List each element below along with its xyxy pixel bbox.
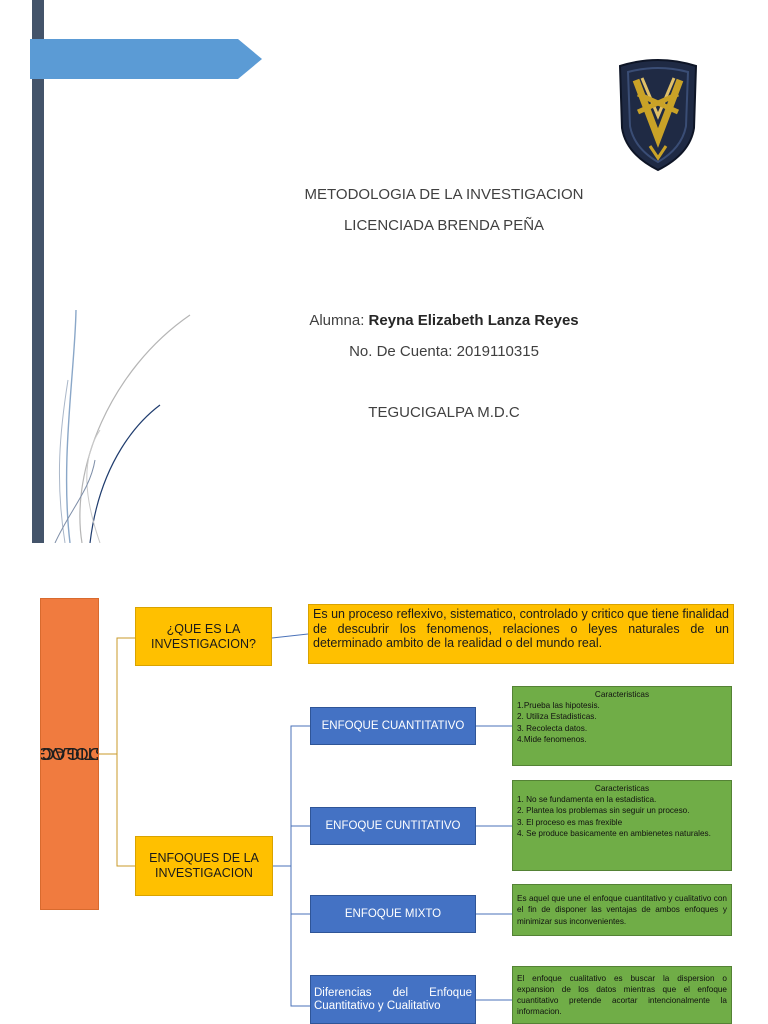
detail-item: 2. Utiliza Estadisticas. [517, 712, 597, 722]
approach-mixed: ENFOQUE MIXTO [310, 895, 476, 933]
approach-quantitative: ENFOQUE CUANTITATIVO [310, 707, 476, 745]
approaches-line2: INVESTIGACION [155, 866, 253, 880]
approach-qualitative: ENFOQUE CUNTITATIVO [310, 807, 476, 845]
account-number: No. De Cuenta: 2019110315 [349, 343, 539, 360]
connector-lines [99, 633, 512, 1007]
question-line2: INVESTIGACION? [151, 636, 256, 651]
question-box: ¿QUE ES LA INVESTIGACION? [135, 607, 272, 666]
question-line1: ¿QUE ES LA [166, 621, 241, 636]
detail-item: 1.Prueba las hipotesis. [517, 701, 600, 711]
student-name: Reyna Elizabeth Lanza Reyes [368, 312, 579, 329]
details-mixed: Es aquel que une el enfoque cuantitativo… [512, 884, 732, 936]
course-title: METODOLOGIA DE LA INVESTIGACION [304, 186, 584, 203]
approaches-line1: ENFOQUES DE LA [149, 851, 259, 865]
approaches-box: ENFOQUES DE LA INVESTIGACION [135, 836, 273, 896]
university-crest-icon [618, 59, 698, 172]
city: TEGUCIGALPA M.D.C [368, 404, 520, 421]
details-title: Caracteristicas [594, 690, 650, 699]
map-title: METODOLOGIA DE LA INVESTIGACION [40, 598, 99, 910]
detail-item: 3. El proceso es mas frexible [517, 817, 623, 827]
sidebar-bar [32, 0, 44, 543]
detail-item: 3. Recolecta datos. [517, 723, 588, 733]
student-label: Alumna: [309, 312, 369, 329]
details-quantitative: Caracteristicas 1.Prueba las hipotesis. … [512, 686, 732, 766]
arrow-banner [30, 39, 262, 79]
details-title: Caracteristicas [594, 784, 650, 793]
decorative-swirl [54, 310, 191, 543]
detail-item: 1. No se fundamenta en la estadistica. [517, 795, 657, 805]
detail-item: 2. Plantea los problemas sin seguir un p… [517, 806, 690, 816]
teacher-name: LICENCIADA BRENDA PEÑA [343, 217, 545, 234]
student-line: Alumna: Reyna Elizabeth Lanza Reyes [254, 312, 634, 329]
cover-page: METODOLOGIA DE LA INVESTIGACION LICENCIA… [30, 0, 698, 543]
details-differences: El enfoque cualitativo es buscar la disp… [512, 966, 732, 1024]
map-title-line2: INVESTIGACION [41, 744, 98, 764]
detail-item: 4. Se produce basicamente en ambienetes … [517, 828, 711, 838]
concept-map-page: METODOLOGIA DE LA INVESTIGACION ¿QUE ES … [0, 580, 768, 1024]
approach-differences: Diferencias del Enfoque Cuantitativo y C… [310, 975, 476, 1024]
definition-box: Es un proceso reflexivo, sistematico, co… [308, 604, 734, 664]
details-qualitative: Caracteristicas 1. No se fundamenta en l… [512, 780, 732, 871]
detail-item: 4.Mide fenomenos. [517, 734, 587, 744]
